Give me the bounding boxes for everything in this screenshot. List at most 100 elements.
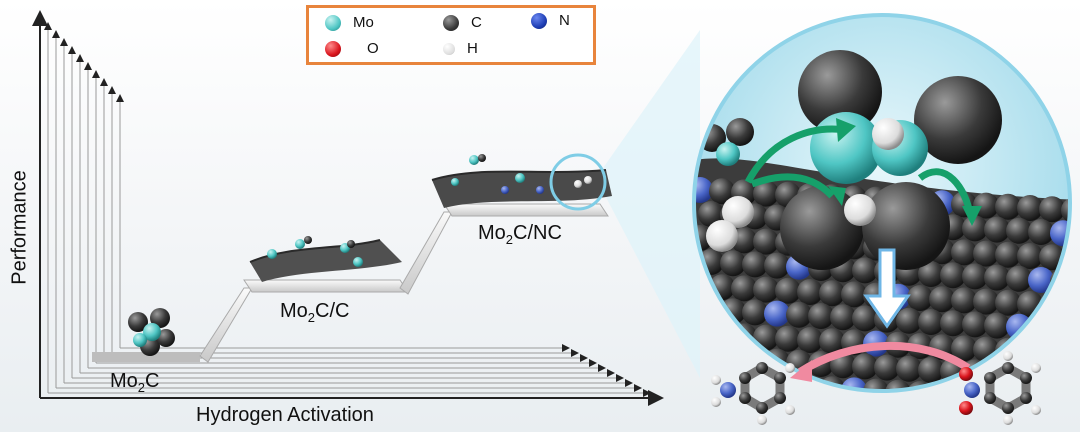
c-atom <box>841 281 867 308</box>
c-atom <box>896 307 922 334</box>
c-atom <box>830 304 856 331</box>
n-atom-icon <box>531 12 547 29</box>
c-atom <box>984 264 1010 291</box>
c-atom <box>1017 339 1043 365</box>
c-atom <box>780 186 864 270</box>
c-atom <box>914 76 1002 164</box>
aniline-molecule <box>711 362 795 425</box>
c-atom <box>973 288 999 315</box>
c-atom <box>1039 196 1065 223</box>
c-atom <box>1039 388 1065 391</box>
nitrobenzene-molecule <box>959 351 1041 425</box>
stacked-axes <box>32 10 664 406</box>
n-atom <box>764 300 790 327</box>
legend-item-n: N <box>531 12 570 29</box>
c-atom <box>929 382 955 391</box>
c-atom <box>742 299 768 326</box>
o-atom-icon <box>325 40 341 57</box>
c-atom <box>951 287 977 314</box>
c-atom <box>1039 292 1065 319</box>
spillover-arrow <box>744 125 847 184</box>
legend-label: H <box>467 40 478 57</box>
h-atom-icon <box>443 42 455 55</box>
c-atom <box>1039 340 1065 367</box>
c-atom <box>862 182 950 270</box>
x-axis-label: Hydrogen Activation <box>196 404 374 426</box>
c-atom <box>1072 365 1080 391</box>
c-atom <box>1061 293 1070 320</box>
element-legend: Mo C N O H <box>306 5 596 65</box>
c-atom <box>786 301 812 328</box>
c-atom <box>753 276 779 303</box>
c-atom <box>984 216 1010 243</box>
c-atom <box>951 335 977 362</box>
c-atom <box>929 286 955 313</box>
y-axis-label: Performance <box>8 170 31 285</box>
c-atom <box>951 239 977 266</box>
h-atom <box>872 118 904 150</box>
c-atom <box>1006 217 1032 244</box>
spillover-arrow <box>750 173 835 199</box>
c-atom <box>1028 219 1054 245</box>
c-atom <box>819 328 845 355</box>
reaction-arrow <box>797 342 971 376</box>
h-atom <box>722 196 754 228</box>
c-atom <box>798 50 882 134</box>
n-atom <box>1028 267 1054 293</box>
c-atom <box>1061 341 1070 368</box>
legend-item-mo: Mo <box>325 14 374 31</box>
zoom-view <box>692 13 1080 393</box>
c-atom <box>852 353 878 380</box>
c-atom <box>764 252 790 279</box>
h-atom <box>706 220 738 252</box>
c-atom <box>1061 389 1070 391</box>
mo-atom <box>716 142 740 166</box>
mo2c-cluster <box>128 308 175 356</box>
n-atom <box>1050 220 1070 247</box>
c-atom <box>852 257 878 284</box>
c-atom <box>808 303 834 329</box>
c-atom <box>918 357 944 383</box>
c-atom <box>863 378 889 391</box>
c-atom <box>797 279 823 305</box>
c-atom <box>973 240 999 267</box>
c-atom <box>1017 243 1043 269</box>
c-atom <box>753 180 779 207</box>
c-atom <box>1072 269 1080 295</box>
c-atom <box>1050 316 1070 343</box>
c-atom <box>694 225 713 251</box>
c-atom <box>940 262 966 289</box>
c-atom <box>731 275 757 302</box>
c-atom <box>1072 221 1080 247</box>
c-atom <box>698 345 724 371</box>
c-atom <box>709 178 735 205</box>
c-atom <box>907 285 933 311</box>
c-atom <box>775 325 801 352</box>
c-atom <box>720 250 746 277</box>
c-atom <box>962 311 988 338</box>
c-atom <box>973 192 999 219</box>
c-atom <box>995 193 1021 220</box>
c-atom <box>995 241 1021 268</box>
mo2c-c-sheet <box>249 236 402 282</box>
c-atom <box>984 312 1010 339</box>
c-atom <box>698 201 724 227</box>
c-atom <box>918 261 944 287</box>
c-atom <box>797 327 823 353</box>
mo2c-nc-sheet <box>431 153 612 211</box>
down-arrow <box>863 248 911 329</box>
legend-label: C <box>471 14 482 31</box>
c-atom <box>720 346 746 373</box>
c-atom <box>775 277 801 304</box>
label-mo2c-c: Mo2C/C <box>280 300 350 325</box>
c-atom <box>819 280 845 307</box>
c-atom <box>709 322 735 349</box>
spillover-arrowhead <box>828 186 846 206</box>
c-atom <box>885 379 911 391</box>
n-atom <box>694 177 713 203</box>
mo-atom-icon <box>325 14 341 31</box>
c-atom <box>940 310 966 337</box>
spillover-arrowhead <box>962 206 982 226</box>
c-atom <box>1017 195 1043 221</box>
